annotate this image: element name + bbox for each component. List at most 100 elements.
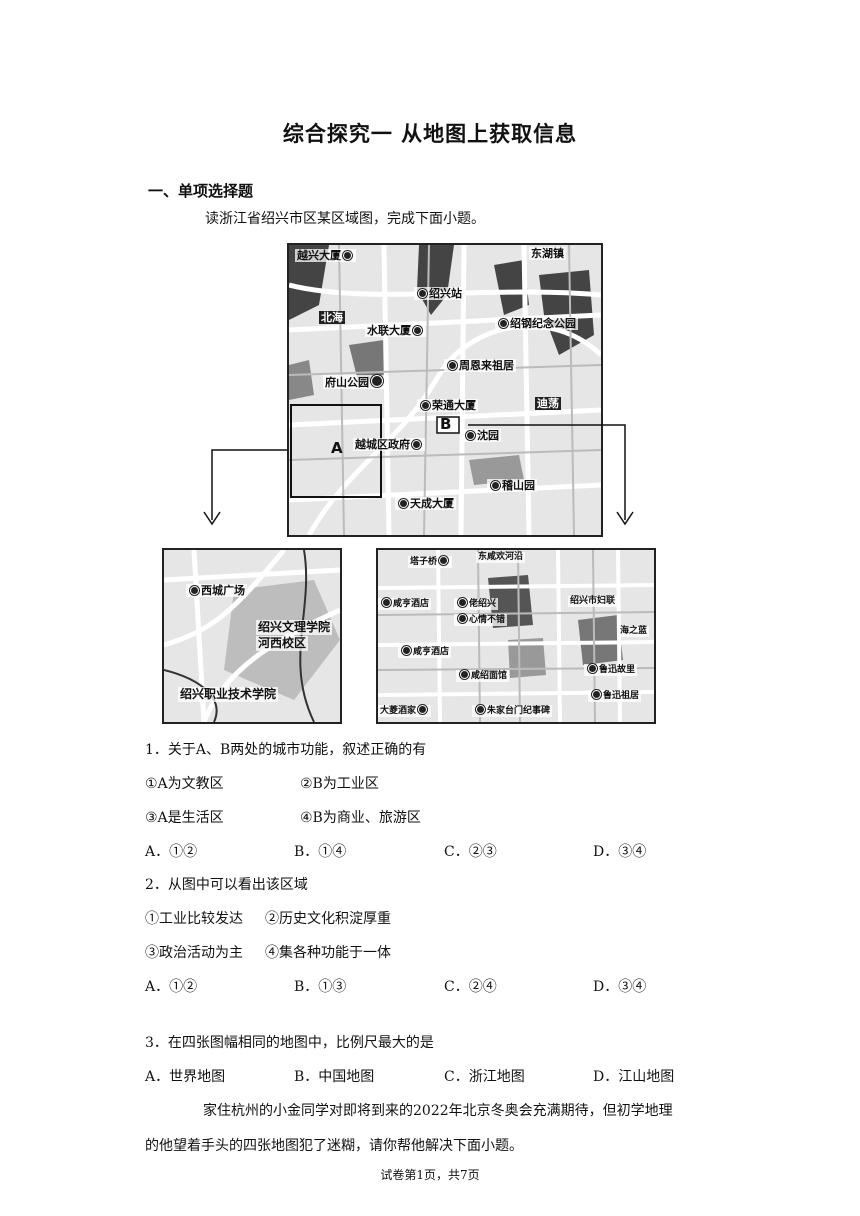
map-label-shaogang-park: 绍钢纪念公园 (495, 317, 578, 330)
option-d[interactable]: D．③④ (593, 844, 647, 860)
map-label-yuecheng-government: 越城区政府 (353, 438, 425, 451)
arrow-head-icon (616, 511, 634, 526)
map-label-women-federation: 绍兴市妇联 (568, 596, 618, 607)
map-label-yuexing-mansion: 越兴大厦 (295, 249, 356, 262)
map-label-shuilian-mansion: 水联大厦 (365, 324, 426, 337)
landmark-pin-icon (466, 431, 475, 440)
landmark-pin-icon (439, 556, 449, 565)
landmark-pin-icon (448, 361, 457, 370)
map-label-donghu-town: 东湖镇 (529, 247, 566, 260)
map-label-daling-restaurant: 大菱酒家 (378, 705, 432, 717)
question-3-stem: 3．在四张图幅相同的地图中，比例尺最大的是 (145, 1035, 434, 1051)
marker-a: A (331, 439, 343, 457)
question-2-statements-row-2: ③政治活动为主 ④集各种功能于一体 (0, 942, 860, 962)
landmark-pin-icon (592, 690, 601, 699)
option-a[interactable]: A．①② (145, 979, 198, 995)
map-label-xianheng-hotel-2: 咸亨酒店 (398, 646, 452, 658)
question-1-options: A．①② B．①④ C．②③ D．③④ (0, 841, 860, 861)
map-label-shaoxing-station: 绍兴站 (414, 287, 464, 300)
landmark-pin-icon (402, 646, 411, 655)
landmark-pin-icon (421, 401, 430, 410)
landmark-pin-icon (499, 319, 508, 328)
question-3-options: A．世界地图 B．中国地图 C．浙江地图 D．江山地图 (0, 1066, 860, 1086)
question-2-options: A．①② B．①③ C．②④ D．③④ (0, 976, 860, 996)
landmark-pin-icon (382, 598, 391, 607)
map-label-dongxianhuan-riverbank: 东咸欢河沿 (476, 552, 526, 563)
landmark-pin-icon (343, 251, 352, 260)
option-a[interactable]: A．世界地图 (145, 1069, 226, 1085)
landmark-pin-icon (460, 670, 469, 679)
statement: ③政治活动为主 (145, 945, 243, 961)
landmark-pin-icon (399, 499, 408, 508)
map-label-zhu-family-stele: 朱家台门纪事碑 (472, 705, 553, 717)
statement: ③A是生活区 (145, 810, 224, 826)
question-1-statements-row-2: ③A是生活区 ④B为商业、旅游区 (0, 807, 860, 827)
statement: ②历史文化积淀厚重 (265, 911, 391, 927)
landmark-pin-icon (418, 705, 428, 714)
passage-line-2: 的他望着手头的四张地图犯了迷糊，请你帮他解决下面小题。 (145, 1138, 523, 1154)
zoom-arrows (203, 424, 634, 526)
statement: ④集各种功能于一体 (265, 945, 391, 961)
map-label-luxun-ancestral-home: 鲁迅祖居 (588, 690, 642, 702)
inset-map-a: 西城广场 绍兴文理学院 河西校区 绍兴职业技术学院 (162, 548, 342, 724)
map-label-lao-shaoxing: 佬绍兴 (454, 598, 499, 610)
option-b[interactable]: B．①③ (294, 979, 347, 995)
map-label-rongtong-mansion: 荣通大厦 (417, 399, 478, 412)
map-label-xinqing-bucuo: 心情不错 (454, 614, 508, 626)
arrow-to-map-b (468, 424, 626, 520)
main-city-map: 越兴大厦 东湖镇 绍兴站 北海 水联大厦 绍钢纪念公园 周恩来祖居 府山公园 荣… (287, 243, 603, 537)
landmark-pin-icon (190, 586, 199, 595)
landmark-pin-icon (588, 664, 597, 673)
question-2-statements-row-1: ①工业比较发达 ②历史文化积淀厚重 (0, 908, 860, 928)
map-intro-text: 读浙江省绍兴市区某区域图，完成下面小题。 (205, 211, 485, 227)
option-d[interactable]: D．江山地图 (593, 1069, 675, 1085)
map-label-vocational-college: 绍兴职业技术学院 (178, 687, 279, 702)
question-1-statements-row-1: ①A为文教区 ②B为工业区 (0, 773, 860, 793)
map-label-tiancheng-mansion: 天成大厦 (395, 497, 456, 510)
map-label-xicheng-square: 西城广场 (186, 584, 247, 597)
map-label-beihai: 北海 (319, 311, 345, 324)
landmark-pin-icon (491, 481, 500, 490)
map-label-luxun-hometown: 鲁迅故里 (584, 664, 638, 676)
landmark-pin-icon (371, 375, 383, 387)
passage-line-1: 家住杭州的小金同学对即将到来的2022年北京冬奥会充满期待，但初学地理 (203, 1103, 673, 1119)
page-footer: 试卷第1页，共7页 (380, 1168, 480, 1182)
map-label-shaoxing-wenli-college: 绍兴文理学院 (256, 620, 333, 635)
map-label-zhouenlai-residence: 周恩来祖居 (444, 359, 516, 372)
map-label-jishan-garden: 稽山园 (487, 479, 537, 492)
option-c[interactable]: C．②④ (444, 979, 497, 995)
option-d[interactable]: D．③④ (593, 979, 647, 995)
section-heading: 一、单项选择题 (148, 182, 254, 200)
landmark-pin-icon (458, 598, 467, 607)
arrow-head-icon (203, 511, 221, 526)
arrow-to-map-a (211, 449, 287, 520)
option-b[interactable]: B．中国地图 (294, 1069, 375, 1085)
map-label-didang: 迪荡 (535, 397, 561, 410)
map-label-fushan-park: 府山公园 (323, 375, 387, 389)
map-label-hexi-campus: 河西校区 (256, 636, 309, 651)
landmark-pin-icon (412, 440, 421, 449)
map-label-noodle-shop: 咸绍面馆 (456, 670, 510, 682)
option-b[interactable]: B．①④ (294, 844, 347, 860)
question-2-stem: 2．从图中可以看出该区域 (145, 877, 308, 893)
landmark-pin-icon (413, 326, 422, 335)
option-c[interactable]: C．②③ (444, 844, 497, 860)
statement: ①工业比较发达 (145, 911, 243, 927)
inset-map-b: 塔子桥 东咸欢河沿 咸亨酒店 绍兴市妇联 佬绍兴 心情不错 海之蓝 咸亨酒店 咸… (376, 548, 656, 724)
marker-b: B (440, 415, 452, 433)
landmark-pin-icon (458, 614, 467, 623)
landmark-pin-icon (418, 289, 427, 298)
option-c[interactable]: C．浙江地图 (444, 1069, 525, 1085)
statement: ②B为工业区 (300, 776, 379, 792)
landmark-pin-icon (476, 705, 485, 714)
map-label-haizhilan: 海之蓝 (618, 626, 650, 637)
option-a[interactable]: A．①② (145, 844, 198, 860)
map-label-tazi-bridge: 塔子桥 (408, 556, 453, 568)
map-label-shenyuan: 沈园 (462, 429, 501, 442)
map-label-xianheng-hotel: 咸亨酒店 (378, 598, 432, 610)
inset-b-streets (378, 550, 654, 722)
statement: ④B为商业、旅游区 (300, 810, 421, 826)
statement: ①A为文教区 (145, 776, 224, 792)
question-1-stem: 1．关于A、B两处的城市功能，叙述正确的有 (145, 742, 427, 758)
document-title: 综合探究一 从地图上获取信息 (282, 122, 578, 146)
